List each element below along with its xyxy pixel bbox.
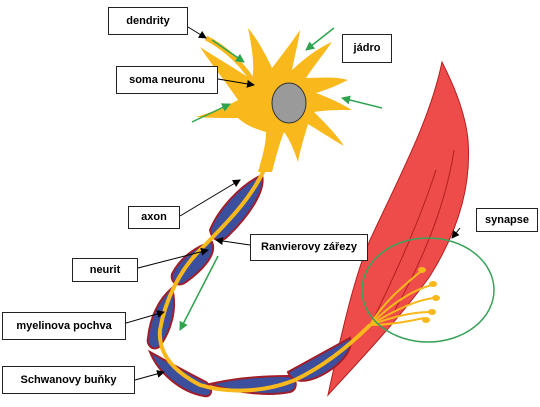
label-neurit: neurit [72, 258, 138, 282]
synapse-highlight [361, 237, 495, 343]
label-pointers [125, 26, 461, 381]
nucleus [271, 82, 307, 124]
label-myelin: myelinova pochva [2, 312, 126, 340]
label-synapse: synapse [476, 208, 538, 232]
label-ranvier: Ranvierovy zářezy [250, 234, 368, 261]
label-axon: axon [128, 206, 180, 229]
label-schwann: Schwanovy buňky [2, 366, 135, 394]
label-jadro: jádro [342, 34, 392, 63]
synaptic-boutons [418, 267, 440, 323]
axon-core [157, 169, 372, 393]
label-soma: soma neuronu [116, 66, 218, 94]
muscle-fiber [327, 60, 470, 397]
label-dendrity: dendrity [108, 7, 188, 35]
signal-arrows [179, 27, 383, 331]
